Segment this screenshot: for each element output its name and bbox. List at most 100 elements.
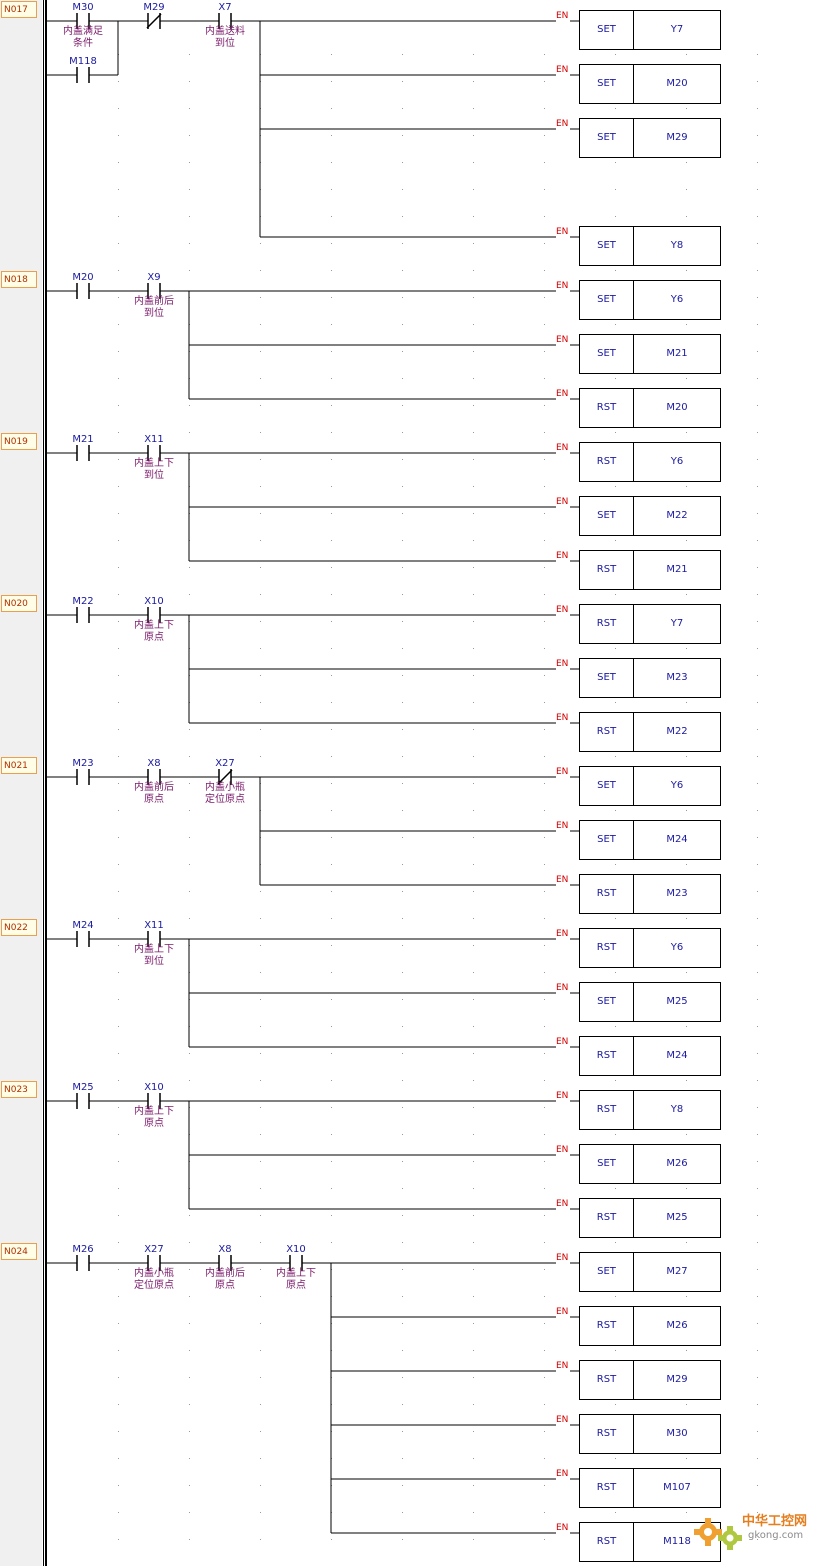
no-contact-x7[interactable] xyxy=(218,13,232,29)
network-label[interactable]: N019 xyxy=(1,433,37,450)
grid-dot xyxy=(686,1080,687,1081)
grid-dot xyxy=(189,1539,190,1540)
grid-dot xyxy=(473,1458,474,1459)
grid-dot xyxy=(757,1053,758,1054)
grid-dot xyxy=(118,1377,119,1378)
no-contact-m22[interactable] xyxy=(76,607,90,623)
grid-dot xyxy=(402,891,403,892)
no-contact-m25[interactable] xyxy=(76,1093,90,1109)
grid-dot xyxy=(544,189,545,190)
no-contact-x10[interactable] xyxy=(289,1255,303,1271)
no-contact-x10[interactable] xyxy=(147,607,161,623)
grid-dot xyxy=(757,972,758,973)
no-contact-x8[interactable] xyxy=(218,1255,232,1271)
no-contact-m118[interactable] xyxy=(76,67,90,83)
no-contact-m20[interactable] xyxy=(76,283,90,299)
grid-dot xyxy=(331,162,332,163)
output-operand: Y8 xyxy=(670,240,684,251)
grid-dot xyxy=(544,1323,545,1324)
no-contact-m21[interactable] xyxy=(76,445,90,461)
network-label[interactable]: N022 xyxy=(1,919,37,936)
grid-dot xyxy=(544,1107,545,1108)
grid-dot xyxy=(757,945,758,946)
grid-dot xyxy=(331,1188,332,1189)
output-operand: M24 xyxy=(666,1050,688,1061)
grid-dot xyxy=(544,54,545,55)
output-op: SET xyxy=(580,1145,634,1183)
grid-dot xyxy=(260,1188,261,1189)
no-contact-x11[interactable] xyxy=(147,931,161,947)
grid-dot xyxy=(615,1296,616,1297)
no-contact-m30[interactable] xyxy=(76,13,90,29)
grid-dot xyxy=(757,1161,758,1162)
no-contact-x11[interactable] xyxy=(147,445,161,461)
no-contact-m26[interactable] xyxy=(76,1255,90,1271)
no-contact-x9[interactable] xyxy=(147,283,161,299)
grid-dot xyxy=(118,1485,119,1486)
grid-dot xyxy=(757,1404,758,1405)
network-label[interactable]: N023 xyxy=(1,1081,37,1098)
output-operand: M21 xyxy=(666,564,688,575)
no-contact-m23[interactable] xyxy=(76,769,90,785)
no-contact-x27[interactable] xyxy=(147,1255,161,1271)
network-label[interactable]: N018 xyxy=(1,271,37,288)
network-label[interactable]: N020 xyxy=(1,595,37,612)
grid-dot xyxy=(189,1242,190,1243)
network-label[interactable]: N021 xyxy=(1,757,37,774)
nc-contact-x27[interactable] xyxy=(217,769,233,785)
output-operand: Y6 xyxy=(670,780,684,791)
grid-dot xyxy=(260,378,261,379)
grid-dot xyxy=(615,594,616,595)
no-contact-x10[interactable] xyxy=(147,1093,161,1109)
grid-dot xyxy=(118,1296,119,1297)
grid-dot xyxy=(615,270,616,271)
grid-dot xyxy=(189,405,190,406)
grid-dot xyxy=(686,54,687,55)
network-label[interactable]: N017 xyxy=(1,1,37,18)
grid-dot xyxy=(402,297,403,298)
grid-dot xyxy=(331,999,332,1000)
network-label[interactable]: N024 xyxy=(1,1243,37,1260)
grid-dot xyxy=(189,810,190,811)
no-contact-x8[interactable] xyxy=(147,769,161,785)
contact-comment: 内盖小瓶 xyxy=(205,782,245,793)
grid-dot xyxy=(544,1377,545,1378)
grid-dot xyxy=(473,918,474,919)
contact-x8-label: X8 xyxy=(218,1244,232,1255)
grid-dot xyxy=(686,1134,687,1135)
grid-dot xyxy=(189,162,190,163)
no-contact-m24[interactable] xyxy=(76,931,90,947)
grid-dot xyxy=(544,918,545,919)
grid-dot xyxy=(402,837,403,838)
nc-contact-m29[interactable] xyxy=(146,13,162,29)
output-operand: M26 xyxy=(666,1320,688,1331)
